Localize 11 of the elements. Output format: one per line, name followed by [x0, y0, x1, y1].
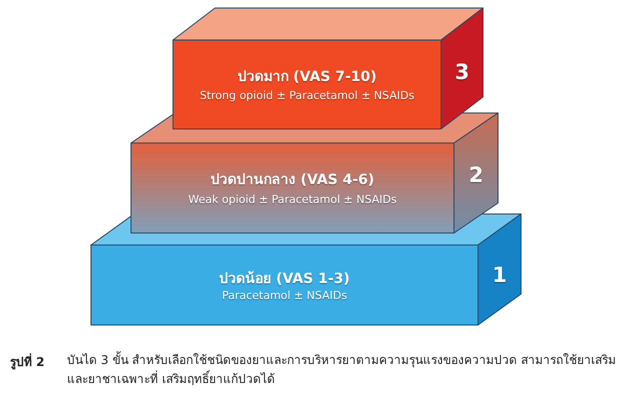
block-heading: ปวดปานกลาง (VAS 4-6): [210, 171, 376, 190]
block-text: Strong opioid ± Paracetamol ± NSAIDs: [198, 88, 416, 102]
block-heading: ปวดมาก (VAS 7-10): [236, 68, 378, 87]
block-text: Paracetamol ± NSAIDs: [220, 289, 348, 302]
block-text: Weak opioid ± Paracetamol ± NSAIDs: [187, 192, 398, 206]
block-heading: ปวดน้อย (VAS 1-3): [218, 270, 351, 290]
step-number: 2: [468, 162, 484, 187]
step-number: 1: [491, 262, 508, 287]
caption-text: บันได 3 ขั้น สำหรับเลือกใช้ชนิดของยาและการบริหารยาตามความรุนแรงของความปวด สามารถใช้ยาเสริมและยาชาเฉพาะที่ เสริมฤทธิ์ยาแก้ปวดได้: [67, 351, 617, 388]
step-number: 3: [454, 60, 470, 84]
figure-label: รูปที่ 2: [10, 352, 45, 371]
